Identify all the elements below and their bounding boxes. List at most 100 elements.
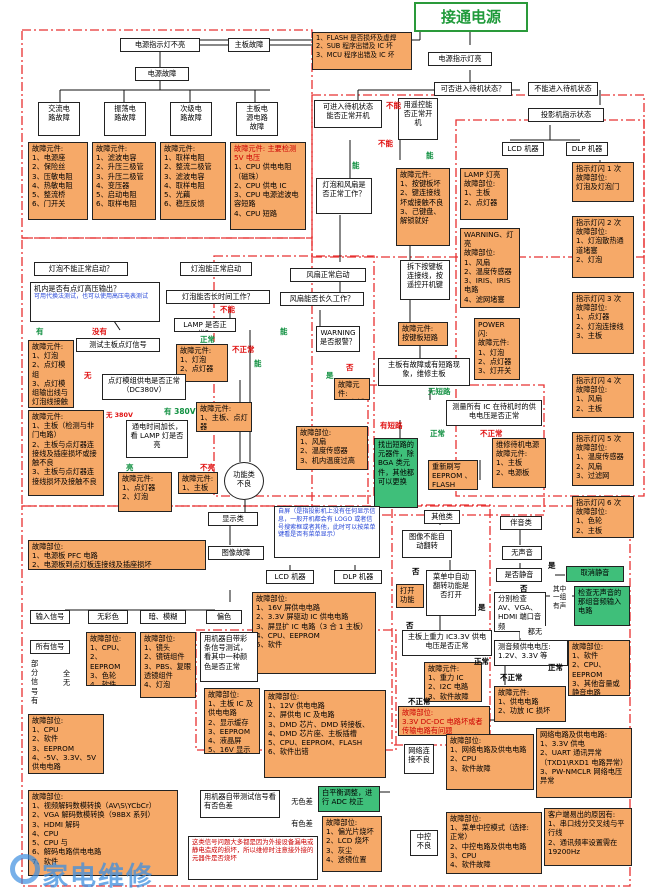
node-central-control: 中控不良 — [410, 830, 438, 856]
tag-yes-2: 能 — [426, 151, 434, 160]
node-dcdc-fault: 故障部位: 3.3V DC-DC 电路坏或者传输电路有问题 — [398, 706, 490, 736]
tag-cannot: 不能 — [220, 305, 235, 314]
tag-is: 是 — [548, 561, 556, 570]
node-all-signals: 所有信号 — [30, 640, 70, 654]
node-lamp-ok-question: LAMP 是否正常？ — [174, 318, 236, 332]
region-func — [21, 505, 631, 887]
node-image-auto-flip: 图像不能自动翻转 — [402, 530, 452, 558]
tag-abnormal: 不正常 — [232, 345, 255, 354]
node-rewrite-eeprom: 重新刷写 EEPROM 、FLASH ROM — [428, 460, 478, 490]
node-measure-audio: 测音频供电电压: 1.2V、3.3V 等 — [494, 640, 568, 666]
node-network-parts: 故障部位: 1、网络电路及供电电路 2、CPU 3、软件故障 — [446, 734, 534, 790]
node-mainboard-fault-2: 故障元件: 1、主板（检测与非门电路） 2、主板与点灯器连接线及插座损坏或接触不… — [28, 410, 104, 496]
tag-normal: 正常 — [200, 335, 215, 344]
node-remote-power: 用遥控能否正常开机 — [398, 98, 438, 140]
tag-have: 有 — [36, 327, 44, 336]
node-lcd-parts: 故障部位: 1、16V 屏供电电路 2、3.3V 屏驱动 IC 供电电路 3、屏… — [252, 592, 376, 674]
node-audio-parts: 故障部位: 1、软件 2、CPU、EEPROM 3、其他音量或静音电路 — [568, 640, 630, 696]
node-auto-adc: 白平衡调整，进行 ADC 校正 — [318, 786, 380, 812]
node-ac-parts: 故障元件: 1、电源座 2、保险丝 3、压敏电阻 4、热敏电阻 5、整流桥 6、… — [28, 142, 88, 220]
node-menu-flip-question: 菜单中自动翻转功能是否打开 — [426, 570, 476, 616]
tag-no-380: 无 380V — [106, 411, 133, 419]
region-other — [391, 504, 491, 746]
node-mb-psu-circuit: 主板电 源电路 故障 — [236, 102, 278, 136]
node-all-none-2: 都无 — [520, 626, 550, 638]
node-lamp-dim: LAMP 灯亮 故障部位: 1、主板 2、点灯器 — [460, 168, 508, 220]
watermark-text: 家电维修 — [42, 862, 155, 892]
node-power-led-off: 电源指示灯不亮 — [120, 38, 200, 52]
node-power-delay: 通电时间加长，看 LAMP 灯是否亮 — [126, 420, 188, 458]
node-sec-circuit: 次级电 路故障 — [170, 102, 212, 136]
tag-no-short: 无短路 — [428, 387, 451, 396]
tag-can: 能 — [254, 359, 262, 368]
node-cannot-standby: 不能进入待机状态 — [528, 82, 598, 96]
node-display: 显示类 — [208, 512, 258, 526]
node-lamp-start-ok: 灯泡能正常启动 — [180, 262, 252, 276]
page-title: 接通电源 — [414, 2, 528, 32]
tag-normal-3: 正常 — [430, 429, 445, 438]
node-gravity-parts: 故障元件: 1、重力 IC 2、I2C 电路 3、软件故障 — [424, 662, 482, 702]
node-flash-fault: 1、FLASH 是否损坏及虚焊 2、SUB 程序出错及 IC 坏 3、MCU 程… — [312, 32, 412, 70]
node-check-no-sound: 检查无声音的那组音频输入电路 — [574, 586, 630, 626]
node-no-color: 无彩色 — [88, 610, 128, 624]
node-network-circuit: 网络电路及供电电路: 1、3.3V 供电 2、UART 通讯异常（TXD1\RX… — [536, 728, 632, 798]
node-client-note: 客户端易出的原因有: 1、串口线分交叉线与平行线 2、通讯频率设置需在 1920… — [544, 808, 632, 866]
node-test-lamp-signal: 测试主板点灯信号 — [76, 338, 160, 352]
node-function-bad: 功能类 不良 — [224, 462, 264, 500]
node-sound: 伴音类 — [500, 516, 542, 530]
node-decode-parts: 故障部位: 1、视频解码数模转换（AV\S\YCbCr） 2、VGA 解码数模转… — [28, 790, 178, 876]
node-sec-parts: 故障元件: 1、取样电阻 2、整流二极管 3、滤波电容 4、取样电阻 5、光藕 … — [160, 142, 226, 220]
node-dlp-machine: DLP 机器 — [566, 142, 608, 156]
node-can-standby: 可进入待机状态 能否正常开机 — [314, 100, 382, 128]
node-no-sound: 无声音 — [502, 546, 542, 560]
node-main-board: 故障元件: 1、主板 — [178, 472, 218, 494]
node-mute-question: 是否静音 — [496, 568, 542, 582]
node-ballast-fault: 故障元件: 1、主板、点灯器 — [196, 402, 252, 432]
node-ballast-question: 点灯模组供电是否正常（DC380V） — [102, 374, 186, 400]
watermark: 家电维修 — [4, 852, 234, 892]
node-unplug-keyboard: 拆下按键板 连接线，按遥控开机键 — [400, 260, 450, 300]
node-audio-supply: 故障元件: 1、供电电路 2、功放 IC 损坏 — [494, 686, 566, 722]
node-part-signals: 部分信号有 — [28, 658, 42, 712]
node-color-test: 用机器自带测试信号看有否色差 — [200, 790, 280, 818]
node-warning-question: WARNING 是否报警？ — [316, 326, 360, 352]
tag-no-4: 否 — [412, 567, 420, 576]
tag-abnormal-3: 不正常 — [480, 429, 503, 438]
node-fan-ok: 风扇正常启动 — [290, 268, 366, 282]
node-dlp-4: 指示灯闪 4 次 故障部位: 1、风扇 2、主板 — [572, 374, 634, 418]
node-lamp-not-start: 灯泡不能正常启动？ — [34, 262, 128, 276]
node-input-signal: 输入信号 — [30, 610, 70, 624]
tag-yes-3: 能 — [280, 327, 288, 336]
node-standby-question: 可否进入待机状态？ — [434, 82, 512, 96]
node-input-parts: 故障部位: 1、CPU 2、软件 3、EEPROM 4、-5V、3.3V、5V … — [28, 714, 104, 774]
tag-have-380: 有 380V — [164, 407, 196, 416]
node-fan-lamp-question: 灯泡和风扇是否正常工作？ — [316, 178, 372, 214]
node-one-group-ok: 其中一组有声 — [550, 584, 572, 614]
node-network-bad: 网络连接不良 — [404, 744, 434, 774]
tag-yes: 能 — [352, 161, 360, 170]
tag-short: 有短路 — [380, 421, 403, 430]
node-lcd-machine: LCD 机器 — [502, 142, 544, 156]
node-psu-pfc-fault: 故障部位: 1、电源板 PFC 电路 2、电源板到点灯板连接线及插座损坏 — [28, 540, 206, 570]
node-fan-fault: 故障部位: 1、风扇 2、温度传感器 3、机内温度过高 — [296, 426, 368, 470]
node-projector-led: 投影机指示状态 — [528, 108, 604, 122]
node-osc-parts: 故障元件: 1、滤波电容 2、升压三极管 3、升压二极管 4、变压器 5、启动电… — [92, 142, 156, 220]
node-warning: WARNING、灯亮 故障部位: 1、风扇 2、温度传感器 3、IRIS、IRI… — [460, 228, 520, 308]
tag-normal-2: 正常 — [474, 657, 489, 666]
node-dlp-parts: 故障部位: 1、12V 供电电路 2、屏供电 IC 及电路 3、DMD 芯片、D… — [264, 690, 386, 778]
node-check-av: 分别检查 AV、VGA、HDMI 端口音频 — [494, 592, 546, 632]
node-signal-note: 这类信号问题大多都是因为外接设备漏电或静电造成的损坏，所以维修时注意接外接的元器… — [188, 836, 318, 880]
tag-not-bright: 不亮 — [200, 463, 215, 472]
node-mainboard-fault: 主板故障 — [228, 38, 270, 52]
node-power-led-on: 电源指示灯亮 — [428, 52, 492, 66]
node-no-color-parts: 故障部位: 1、CPU、 2、EEPROM 3、色轮 4、软件 — [86, 632, 136, 686]
tag-abnormal-2: 不正常 — [408, 697, 431, 706]
node-lamp-long-question: 灯泡能否长时间工作？ — [166, 290, 270, 304]
node-mb-short-question: 主板有故障或有短路现象，维修主板 — [378, 358, 470, 386]
node-other: 其他类 — [424, 510, 460, 524]
node-lamp-on-fault: 故障元件: 1、点灯器 2、灯泡 — [118, 472, 172, 512]
node-key-parts: 故障元件: 1、按键板坏 2、键连接线坏或接触不良 3、己键盘、解锁就好 — [396, 168, 450, 246]
node-hv-question: 机内是否有点灯高压输出？可用代换法测试，也可以使用高压电表测试 — [30, 282, 160, 322]
node-lamp-driver: 故障元件: 1、灯泡 2、点灯模组 3、点灯模组输出线与灯泡线接触不良 — [28, 340, 74, 408]
